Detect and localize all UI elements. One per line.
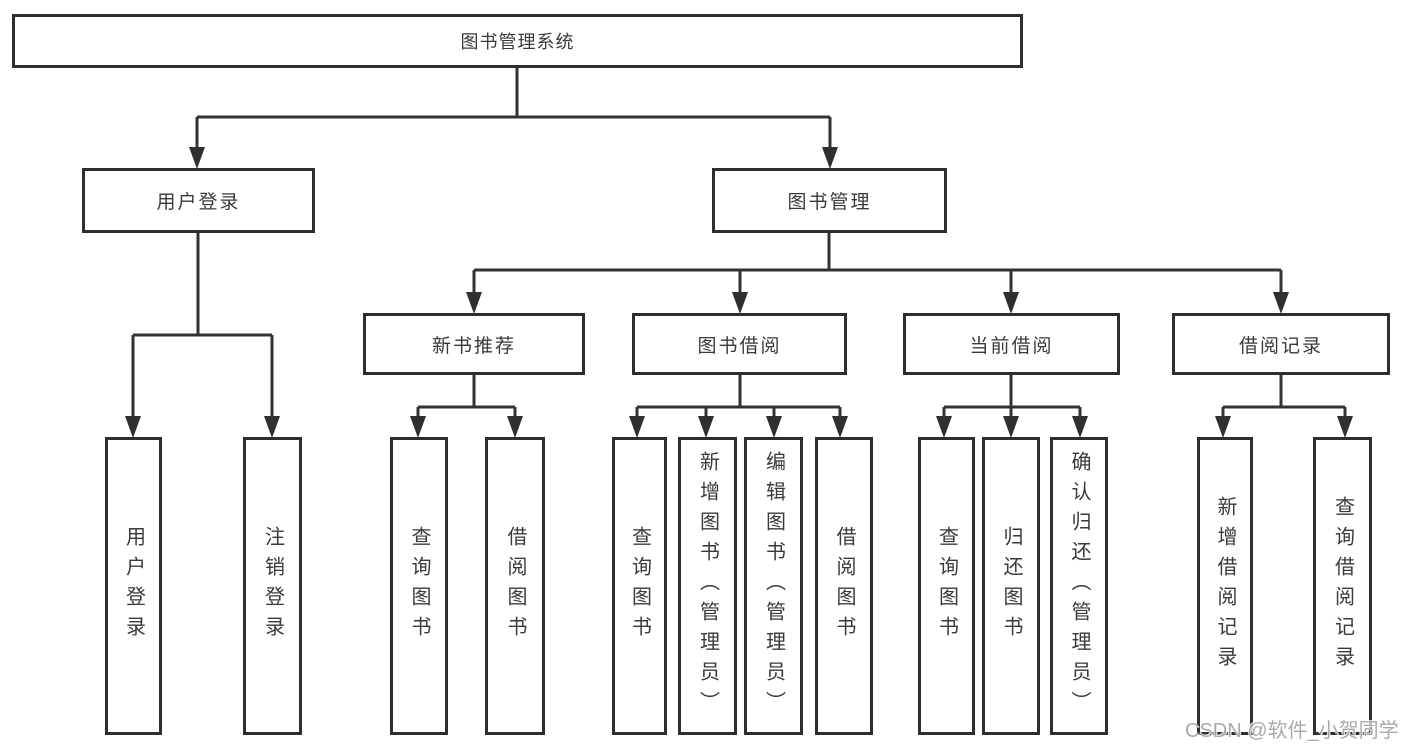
connector-user-login-split [131,233,274,419]
leaf-br-query-record: 查询借阅记录 [1313,437,1372,735]
connector-new-book-rec-split [416,375,517,419]
arrowhead-icon [507,416,523,438]
connector-book-mgmt-split [472,233,1283,295]
node-borrow-record-label: 借阅记录 [1238,335,1323,357]
leaf-br-add-record-label: 新增借阅记录 [1214,496,1236,676]
leaf-bb-borrow-book-label: 借阅图书 [833,526,855,646]
csdn-watermark: CSDN @软件_小贺同学 [1185,720,1399,742]
leaf-user-login: 用户登录 [105,437,162,735]
arrowhead-icon [189,147,205,169]
leaf-rec-query-book: 查询图书 [390,437,448,735]
leaf-user-login-label: 用户登录 [122,526,145,646]
leaf-cb-confirm-return: 确认归还（管理员） [1050,437,1108,735]
leaf-cb-return-book-label: 归还图书 [1000,526,1022,646]
arrowhead-icon [1003,416,1019,438]
leaf-cb-query-book: 查询图书 [918,437,975,735]
node-book-borrow-label: 图书借阅 [697,335,782,357]
leaf-logout: 注销登录 [243,437,302,735]
connector-root-split [195,68,832,150]
arrowhead-icon [410,416,426,438]
node-book-mgmt-group-label: 图书管理 [787,192,872,213]
leaf-rec-borrow-book-label: 借阅图书 [504,526,526,646]
arrowhead-icon [125,416,141,438]
node-root-system: 图书管理系统 [12,14,1023,68]
arrowhead-icon [1337,416,1353,438]
arrowhead-icon [832,416,848,438]
leaf-bb-query-book: 查询图书 [612,437,667,735]
connector-lines [131,68,1347,419]
connector-current-borrow-split [942,375,1082,419]
node-current-borrow: 当前借阅 [903,313,1120,375]
connector-borrow-record-split [1221,375,1347,419]
leaf-bb-query-book-label: 查询图书 [628,526,651,646]
node-root-system-label: 图书管理系统 [460,32,575,52]
leaf-bb-borrow-book: 借阅图书 [815,437,873,735]
leaf-bb-add-book-label: 新增图书（管理员） [696,451,719,721]
node-new-book-rec: 新书推荐 [363,313,585,375]
arrowhead-icon [1003,292,1019,314]
node-book-borrow: 图书借阅 [632,313,847,375]
leaf-cb-confirm-return-label: 确认归还（管理员） [1068,451,1090,721]
node-user-login-group: 用户登录 [82,168,315,233]
leaf-bb-edit-book-label: 编辑图书（管理员） [762,451,785,721]
leaf-bb-edit-book: 编辑图书（管理员） [744,437,803,735]
leaf-rec-borrow-book: 借阅图书 [485,437,545,735]
leaf-br-add-record: 新增借阅记录 [1197,437,1253,735]
connector-book-borrow-split [635,375,842,419]
node-borrow-record: 借阅记录 [1172,313,1390,375]
arrowhead-icon [466,292,482,314]
node-new-book-rec-label: 新书推荐 [431,335,516,357]
node-current-borrow-label: 当前借阅 [969,335,1054,357]
arrowhead-icon [822,147,838,169]
leaf-cb-query-book-label: 查询图书 [935,526,958,646]
leaf-logout-label: 注销登录 [261,526,284,646]
arrowhead-icon [936,416,952,438]
leaf-cb-return-book: 归还图书 [982,437,1040,735]
arrowhead-icon [698,416,714,438]
leaf-bb-add-book: 新增图书（管理员） [678,437,737,735]
arrowhead-icon [732,292,748,314]
node-book-mgmt-group: 图书管理 [712,168,947,233]
arrowhead-icon [629,416,645,438]
arrowhead-icon [1273,292,1289,314]
leaf-br-query-record-label: 查询借阅记录 [1331,496,1354,676]
arrowhead-icon [1215,416,1231,438]
leaf-rec-query-book-label: 查询图书 [408,526,430,646]
arrowhead-icon [264,416,280,438]
arrowhead-icon [766,416,782,438]
arrowheads [125,147,1353,438]
arrowhead-icon [1072,416,1088,438]
node-user-login-group-label: 用户登录 [156,192,241,213]
